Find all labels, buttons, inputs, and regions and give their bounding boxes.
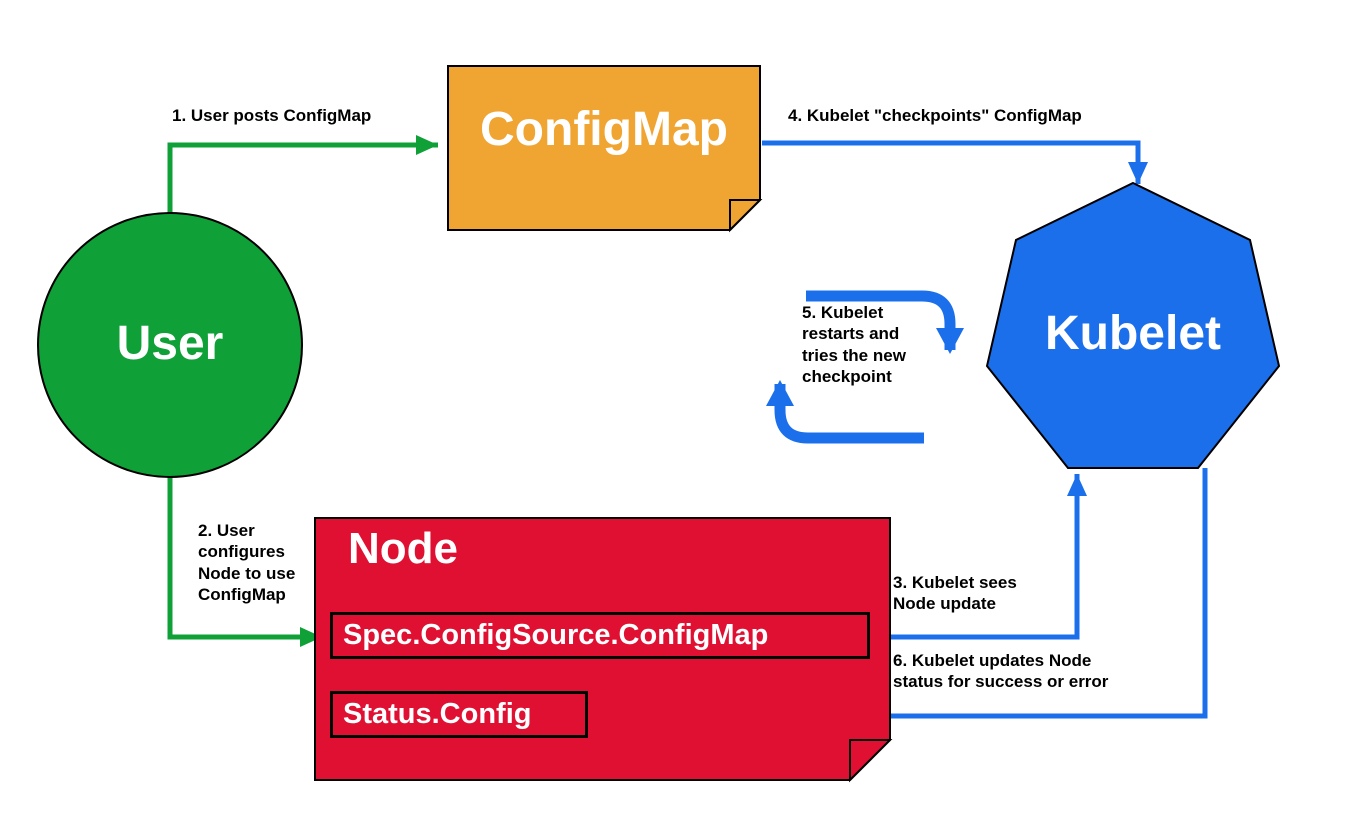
arrow-step1-user-to-configmap: [167, 135, 438, 213]
step1-label: 1. User posts ConfigMap: [172, 106, 372, 125]
kubelet-node-shape: [985, 181, 1281, 469]
configmap-node-label: ConfigMap: [480, 103, 728, 156]
restart-loop-top-icon: [806, 290, 964, 354]
arrow-step3-spec-to-kubelet: [878, 474, 1087, 640]
user-node-shape: [37, 212, 303, 478]
step5-restart-loop-label: 5. Kubelet restarts and tries the new ch…: [802, 303, 906, 386]
status-config-box: Status.Config: [330, 691, 588, 738]
spec-configsource-label: Spec.ConfigSource.ConfigMap: [343, 619, 769, 651]
user-node-label: User: [116, 317, 224, 370]
kubelet-node-label: Kubelet: [1044, 307, 1221, 360]
configmap-fold-corner: [729, 199, 763, 233]
node-node-label: Node: [348, 524, 458, 573]
arrow-step2-user-to-spec: [167, 477, 322, 647]
spec-configsource-box: Spec.ConfigSource.ConfigMap: [330, 612, 870, 659]
node-fold-corner: [849, 739, 893, 783]
step2-label: 2. User configures Node to use ConfigMap: [198, 521, 296, 604]
status-config-label: Status.Config: [343, 698, 532, 730]
step3-label: 3. Kubelet sees Node update: [893, 573, 1017, 614]
arrow-step4-configmap-to-kubelet: [762, 140, 1148, 184]
restart-loop-bottom-icon: [766, 380, 924, 444]
step6-label: 6. Kubelet updates Node status for succe…: [893, 651, 1109, 692]
step4-label: 4. Kubelet "checkpoints" ConfigMap: [788, 106, 1082, 125]
